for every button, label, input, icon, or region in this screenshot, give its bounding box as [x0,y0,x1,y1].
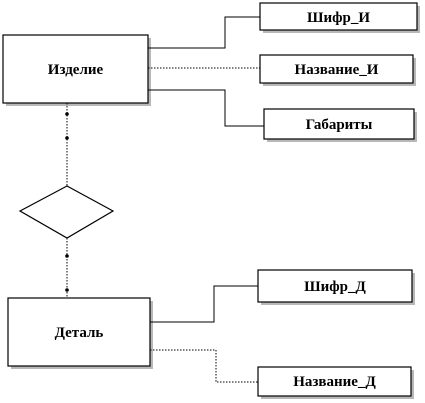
entity-part[interactable]: Деталь [7,297,153,369]
attribute-box [263,108,415,140]
entity-product[interactable]: Изделие [2,34,151,106]
entity-part-box [7,297,151,367]
attribute-dimensions[interactable]: Габариты [263,108,417,142]
connector-dot [65,136,69,140]
attribute-product-code[interactable]: Шифр_И [259,2,420,33]
attribute-box [257,366,412,397]
attribute-label: Габариты [306,117,373,133]
entity-part-label: Деталь [55,325,104,341]
attribute-part-name[interactable]: Название_Д [257,366,414,399]
attribute-box [259,54,414,84]
relationship-shape [18,185,115,239]
entity-product-box [2,34,149,104]
attribute-label: Шифр_Д [304,279,366,295]
relationship-diamond[interactable] [18,185,115,239]
connector-product-relationship [65,103,69,186]
connector-dot [65,288,69,292]
connector-dot [65,254,69,258]
connector-relationship-part [65,238,69,298]
connector-dimensions [148,89,264,127]
attribute-box [259,2,418,31]
attribute-part-code[interactable]: Шифр_Д [257,269,415,305]
entity-product-label: Изделие [48,62,104,78]
connector-dot [65,112,69,116]
connector-part-name [150,349,258,383]
attribute-label: Название_И [295,62,379,78]
connector-part-code [150,285,258,323]
connector-product-code [148,16,260,49]
attribute-label: Название_Д [293,374,376,390]
attribute-label: Шифр_И [307,10,370,26]
attribute-box [257,269,413,303]
attribute-product-name[interactable]: Название_И [259,54,416,86]
